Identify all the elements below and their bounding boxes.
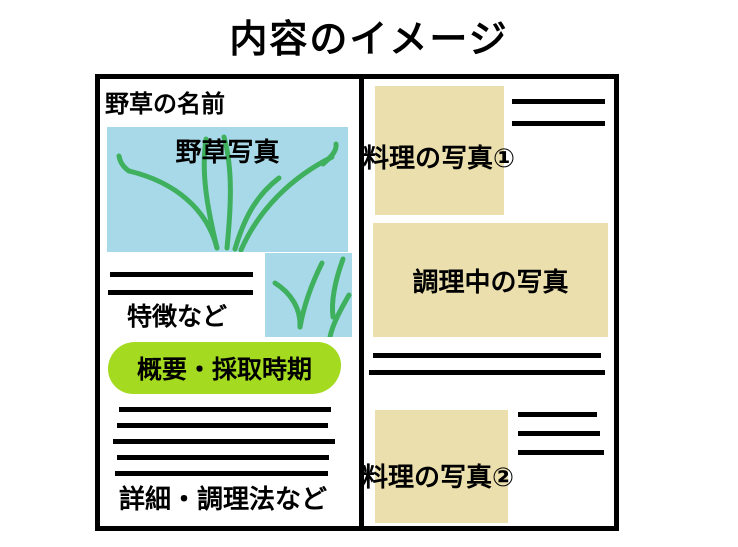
text-placeholder-line xyxy=(119,407,331,412)
column-divider xyxy=(359,74,364,531)
dish-photo2-box xyxy=(375,410,508,523)
dish-photo1-label: 料理の写真① xyxy=(363,143,516,173)
text-placeholder-line xyxy=(117,423,328,428)
text-placeholder-line xyxy=(518,412,597,417)
page-title: 内容のイメージ xyxy=(229,19,509,61)
plant-photo-small-box xyxy=(265,253,352,337)
plant-photo-label: 野草写真 xyxy=(175,136,280,167)
details-label: 詳細・調理法など xyxy=(119,484,328,514)
layout-frame xyxy=(95,74,619,531)
text-placeholder-line xyxy=(512,99,605,104)
text-placeholder-line xyxy=(373,353,601,358)
dish-photo1-box xyxy=(375,86,504,215)
text-placeholder-line xyxy=(512,121,605,126)
plant-photo-box: 野草写真 xyxy=(107,127,348,252)
text-placeholder-line xyxy=(369,370,605,375)
cooking-photo-label: 調理中の写真 xyxy=(412,266,569,297)
text-placeholder-line xyxy=(117,455,329,460)
grass-sketch-icon xyxy=(116,134,339,252)
plant-name-label: 野草の名前 xyxy=(105,91,225,118)
summary-highlight: 概要・採取時期 xyxy=(108,342,341,394)
text-placeholder-line xyxy=(115,471,328,476)
grass-sketch-icon xyxy=(272,256,352,337)
text-placeholder-line xyxy=(108,290,253,295)
summary-label: 概要・採取時期 xyxy=(136,356,312,384)
features-label: 特徴など xyxy=(127,303,228,331)
text-placeholder-line xyxy=(110,272,253,277)
text-placeholder-line xyxy=(518,431,600,436)
text-placeholder-line xyxy=(518,450,604,455)
dish-photo2-label: 料理の写真② xyxy=(362,462,515,492)
text-placeholder-line xyxy=(113,439,335,444)
cooking-photo-box: 調理中の写真 xyxy=(373,223,608,337)
